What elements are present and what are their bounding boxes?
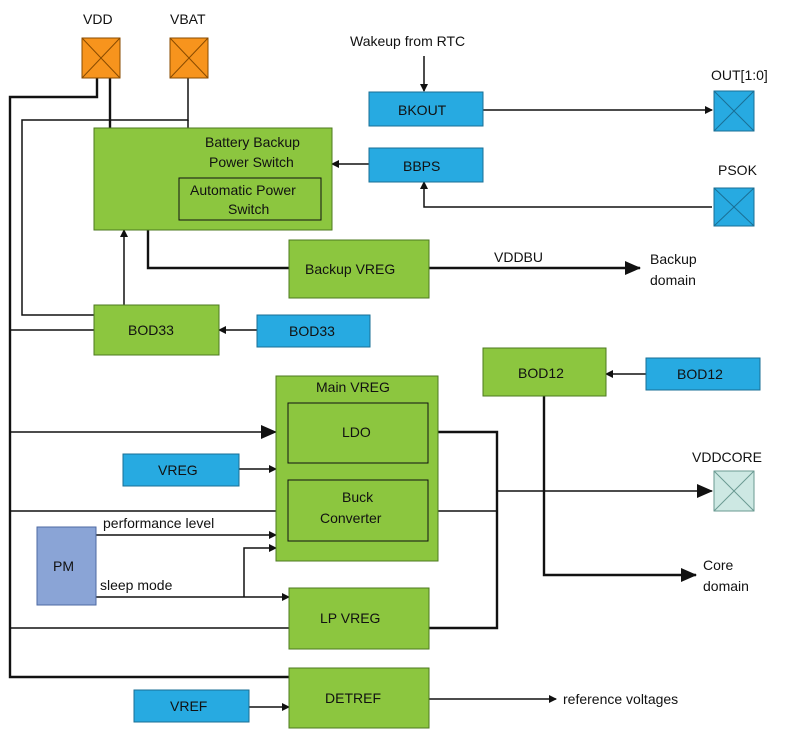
- block-battery-backup: Battery Backup Power Switch Automatic Po…: [93, 127, 333, 231]
- detref-label: DETREF: [325, 690, 381, 706]
- ldo-label: LDO: [342, 424, 371, 440]
- sleep-mode-label: sleep mode: [100, 577, 173, 593]
- pad-out-label: OUT[1:0]: [711, 67, 768, 83]
- bkout-label: BKOUT: [398, 102, 447, 118]
- battery-backup-line2: Power Switch: [209, 154, 294, 170]
- buck-line1: Buck: [342, 489, 374, 505]
- vddbu-label: VDDBU: [494, 249, 543, 265]
- block-pm: PM: [36, 526, 97, 606]
- core-domain-line2: domain: [703, 578, 749, 594]
- backup-vreg-label: Backup VREG: [305, 261, 395, 277]
- bod12-block-label: BOD12: [518, 365, 564, 381]
- pm-label: PM: [53, 558, 74, 574]
- bod33-block-label: BOD33: [128, 322, 174, 338]
- wakeup-label: Wakeup from RTC: [350, 33, 465, 49]
- vreg-register-label: VREG: [158, 462, 198, 478]
- pad-psok: [713, 187, 755, 227]
- bbps-label: BBPS: [403, 158, 440, 174]
- battery-backup-line1: Battery Backup: [205, 134, 300, 150]
- automatic-switch-line2: Switch: [228, 201, 269, 217]
- register-bbps: BBPS: [368, 147, 484, 183]
- pad-vdd-label: VDD: [83, 11, 113, 27]
- lp-vreg-label: LP VREG: [320, 610, 380, 626]
- block-bod33: BOD33: [93, 304, 220, 356]
- wires: [8, 56, 713, 711]
- core-domain-line1: Core: [703, 557, 734, 573]
- pad-psok-label: PSOK: [718, 162, 758, 178]
- block-backup-vreg: Backup VREG: [288, 239, 430, 299]
- wire-buck-out: [428, 484, 713, 512]
- pad-vdd: [81, 37, 121, 79]
- register-bod12: BOD12: [645, 357, 761, 391]
- wire-ldo-out: [428, 430, 499, 630]
- reference-voltages-label: reference voltages: [563, 691, 678, 707]
- automatic-switch-line1: Automatic Power: [190, 182, 296, 198]
- wire-bod12-core: [542, 396, 697, 582]
- vref-register-label: VREF: [170, 698, 207, 714]
- block-lp-vreg: LP VREG: [288, 587, 430, 650]
- backup-domain-line2: domain: [650, 272, 696, 288]
- register-bkout: BKOUT: [368, 91, 484, 127]
- pad-vbat-label: VBAT: [170, 11, 206, 27]
- wire-psok: [420, 181, 712, 208]
- bod12-register-label: BOD12: [677, 366, 723, 382]
- pad-vbat: [169, 37, 209, 79]
- pad-vddcore: [713, 470, 755, 512]
- block-main-vreg: Main VREG LDO Buck Converter: [275, 375, 439, 562]
- wire-sleep-up: [243, 544, 277, 597]
- buck-line2: Converter: [320, 510, 382, 526]
- backup-domain-line1: Backup: [650, 251, 697, 267]
- register-vreg: VREG: [122, 453, 240, 487]
- register-vref: VREF: [133, 689, 250, 723]
- performance-level-label: performance level: [103, 515, 214, 531]
- wire-vbat: [21, 78, 189, 316]
- wire-vdd-main: [8, 78, 289, 679]
- block-detref: DETREF: [288, 667, 430, 729]
- block-bod12: BOD12: [482, 347, 607, 397]
- bod33-register-label: BOD33: [289, 323, 335, 339]
- pad-out: [713, 90, 755, 132]
- pad-vddcore-label: VDDCORE: [692, 449, 762, 465]
- register-bod33: BOD33: [256, 314, 371, 348]
- main-vreg-label: Main VREG: [316, 379, 390, 395]
